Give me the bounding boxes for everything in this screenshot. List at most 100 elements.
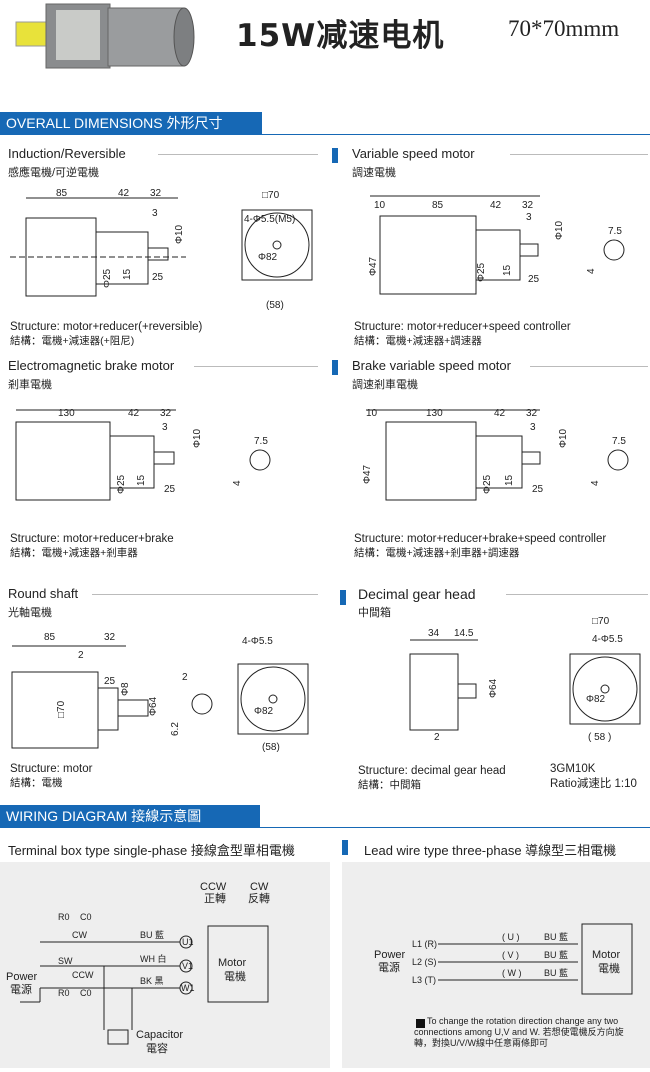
wire-label: BU 藍 (140, 929, 164, 940)
motor-label: Motor (592, 949, 620, 961)
wiring-left-panel (0, 862, 330, 1068)
ccw-zh-label: 正轉 (204, 892, 226, 905)
brake-variable-title: Brake variable speed motor (352, 358, 511, 373)
dim-text: 130 (426, 408, 443, 419)
wire-label: V1 (182, 961, 193, 971)
dim-text: 15 (504, 474, 515, 486)
dim-text: 4-Φ5.5(M5) (244, 214, 295, 225)
wire-label: C0 (80, 912, 92, 922)
dim-text: 42 (490, 200, 502, 211)
dim-text: 15 (122, 268, 133, 280)
dim-text: 25 (152, 272, 164, 283)
ccw-label: CCW (200, 881, 227, 893)
wire-label: C0 (80, 988, 92, 998)
wire-label: R0 (58, 912, 70, 922)
dim-text: 85 (56, 188, 68, 199)
brake-variable-drawing: 10 130 42 32 3 Φ10 Φ47 Φ25 15 25 7.5 4 (362, 408, 629, 501)
decimal-structure-zh: 結構：中間箱 (358, 779, 421, 791)
dim-text: 2 (434, 732, 440, 743)
wiring-left-title: Terminal box type single-phase 接線盒型單相電機 (8, 843, 295, 858)
capacitor-label: Capacitor (136, 1029, 183, 1041)
line-label: L2 (S) (412, 957, 437, 967)
brake-structure-en: Structure: motor+reducer+brake (10, 533, 174, 545)
round-structure-zh: 結構：電機 (10, 777, 63, 789)
dim-text: 4 (232, 480, 243, 486)
brake-subtitle: 剎車電機 (8, 379, 52, 391)
dim-text: Φ64 (148, 696, 159, 716)
wire-label: BU 藍 (544, 967, 568, 978)
dim-text: ( 58 ) (588, 732, 611, 743)
page-title: 15W减速电机 (236, 18, 445, 54)
variable-drawing: 10 85 42 32 3 Φ10 Φ47 Φ25 15 25 7.5 4 (368, 195, 625, 295)
dim-text: 10 (374, 200, 386, 211)
motor-photo (8, 0, 208, 70)
motor-zh-label: 電機 (598, 961, 620, 975)
phase-label: ( V ) (502, 950, 519, 960)
dim-text: 14.5 (454, 628, 474, 639)
brake-variable-structure-zh: 結構：電機+減速器+剎車器+調速器 (354, 547, 520, 559)
dim-text: 2 (78, 650, 84, 661)
dim-text: 25 (532, 484, 544, 495)
variable-structure-en: Structure: motor+reducer+speed controlle… (354, 321, 571, 333)
wiring-right-panel (342, 862, 650, 1068)
induction-title: Induction/Reversible (8, 146, 126, 161)
wire-label: CW (72, 930, 87, 940)
dim-text: 130 (58, 408, 75, 419)
brake-title: Electromagnetic brake motor (8, 358, 175, 373)
dim-text: 4-Φ5.5 (592, 634, 623, 645)
motor-size: 70*70mmm (508, 16, 620, 41)
dim-text: 32 (526, 408, 538, 419)
dim-text: 7.5 (612, 436, 626, 447)
wire-label: BU 藍 (544, 931, 568, 942)
dim-text: 85 (44, 632, 56, 643)
line-label: L3 (T) (412, 975, 436, 985)
dim-text: 15 (136, 474, 147, 486)
round-title: Round shaft (8, 586, 79, 601)
dim-text: □70 (592, 616, 610, 627)
induction-drawing: 85 42 32 3 Φ10 Φ25 15 25 □70 4-Φ5.5(M5) … (10, 188, 313, 311)
wiring-note: To change the rotation direction change … (414, 1016, 624, 1048)
phase-label: ( W ) (502, 968, 522, 978)
dim-text: 3 (162, 422, 168, 433)
brake-structure-zh: 結構：電機+減速器+剎車器 (10, 547, 138, 559)
power-label: Power (374, 949, 406, 961)
round-subtitle: 光軸電機 (8, 607, 52, 619)
wire-label: CCW (72, 970, 94, 980)
dim-text: 32 (522, 200, 534, 211)
induction-structure-en: Structure: motor+reducer(+reversible) (10, 321, 203, 333)
dim-text: (58) (266, 300, 284, 311)
dim-text: 4 (590, 480, 601, 486)
dim-text: □70 (262, 190, 280, 201)
dim-text: Φ82 (254, 706, 274, 717)
wire-label: SW (58, 956, 73, 966)
dim-text: 3 (152, 208, 158, 219)
induction-subtitle: 感應電機/可逆電機 (8, 167, 100, 179)
dim-text: 25 (104, 676, 116, 687)
dim-text: 32 (160, 408, 172, 419)
power-label: Power (6, 971, 38, 983)
decimal-drawing: 34 14.5 Φ64 2 □70 4-Φ5.5 Φ82 ( 58 ) (409, 616, 641, 743)
dim-text: 32 (150, 188, 162, 199)
wiring-diagram-bar: WIRING DIAGRAM 接線示意圖 (0, 805, 260, 827)
dim-text: Φ8 (120, 682, 131, 696)
dim-text: 7.5 (254, 436, 268, 447)
dim-text: 4 (586, 268, 597, 274)
cw-label: CW (250, 881, 269, 893)
dim-text: 42 (128, 408, 140, 419)
dim-text: Φ25 (482, 474, 493, 494)
dim-text: 2 (182, 672, 188, 683)
wire-label: WH 白 (140, 953, 167, 964)
round-structure-en: Structure: motor (10, 763, 93, 775)
dim-text: (58) (262, 742, 280, 753)
dim-text: 25 (528, 274, 540, 285)
motor-label: Motor (218, 957, 246, 969)
variable-title: Variable speed motor (352, 146, 475, 161)
dim-text: Φ47 (368, 256, 379, 276)
dim-text: 34 (428, 628, 440, 639)
dim-text: 32 (104, 632, 116, 643)
dim-text: Φ82 (586, 694, 606, 705)
capacitor-zh-label: 電容 (146, 1041, 168, 1055)
dim-text: Φ64 (488, 678, 499, 698)
line-label: L1 (R) (412, 939, 437, 949)
motor-zh-label: 電機 (224, 969, 246, 983)
